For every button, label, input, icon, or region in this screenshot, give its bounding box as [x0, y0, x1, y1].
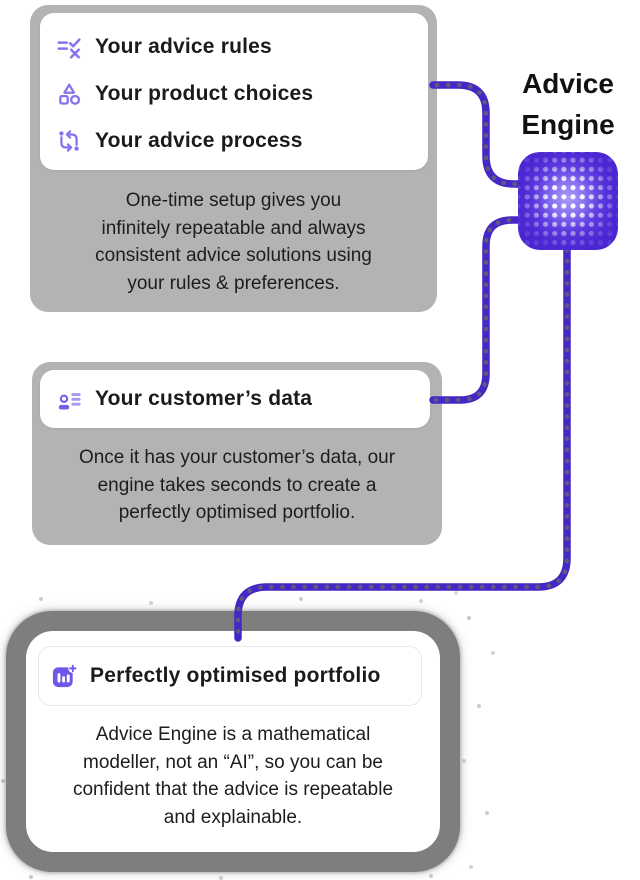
customer-item-label: Your customer’s data — [95, 387, 313, 410]
shapes-icon — [56, 81, 82, 107]
caption-line: Advice Engine is a mathematical — [95, 724, 371, 745]
customer-icon — [56, 386, 82, 412]
setup-row-rules: Your advice rules — [56, 23, 428, 70]
setup-item-label: Your advice rules — [95, 34, 272, 58]
caption-line: engine takes seconds to create a — [97, 474, 377, 496]
portfolio-card: Perfectly optimised portfolio — [38, 646, 422, 706]
customer-caption: Once it has your customer’s data, our en… — [32, 444, 442, 527]
customer-card: Your customer’s data — [40, 370, 430, 428]
portfolio-caption: Advice Engine is a mathematical modeller… — [26, 721, 440, 831]
caption-line: One-time setup gives you — [125, 190, 342, 211]
process-icon — [56, 128, 82, 154]
caption-line: modeller, not an “AI”, so you can be — [83, 751, 383, 773]
portfolio-box: Perfectly optimised portfolio Advice Eng… — [6, 611, 460, 872]
portfolio-box-inner: Perfectly optimised portfolio Advice Eng… — [26, 631, 440, 852]
portfolio-row: Perfectly optimised portfolio — [51, 653, 381, 700]
setup-caption: One-time setup gives you infinitely repe… — [30, 187, 437, 297]
wire-chip-to-customer — [429, 216, 528, 404]
engine-label-line: Engine — [521, 109, 615, 140]
setup-item-label: Your product choices — [95, 81, 314, 105]
caption-line: confident that the advice is repeatable — [72, 779, 394, 800]
setup-box: Your advice rules Your product choices — [30, 5, 437, 312]
engine-chip-icon — [518, 152, 618, 250]
caption-line: your rules & preferences. — [127, 272, 340, 294]
setup-row-products: Your product choices — [56, 70, 428, 117]
engine-label: Advice Engine — [505, 63, 631, 145]
setup-item-label: Your advice process — [95, 128, 303, 152]
customer-box: Your customer’s data Once it has your cu… — [32, 362, 442, 545]
caption-line: consistent advice solutions using — [95, 245, 372, 266]
engine-label-line: Advice — [522, 68, 614, 99]
portfolio-item-label: Perfectly optimised portfolio — [90, 664, 381, 687]
setup-card: Your advice rules Your product choices — [40, 13, 428, 170]
rules-icon — [56, 34, 82, 60]
setup-row-process: Your advice process — [56, 117, 428, 164]
customer-row: Your customer’s data — [56, 376, 312, 423]
caption-line: and explainable. — [163, 806, 303, 828]
caption-line: infinitely repeatable and always — [101, 217, 366, 239]
spray-texture — [0, 0, 2, 2]
caption-line: perfectly optimised portfolio. — [118, 502, 356, 523]
caption-line: Once it has your customer’s data, our — [78, 447, 396, 468]
portfolio-icon — [51, 663, 77, 689]
